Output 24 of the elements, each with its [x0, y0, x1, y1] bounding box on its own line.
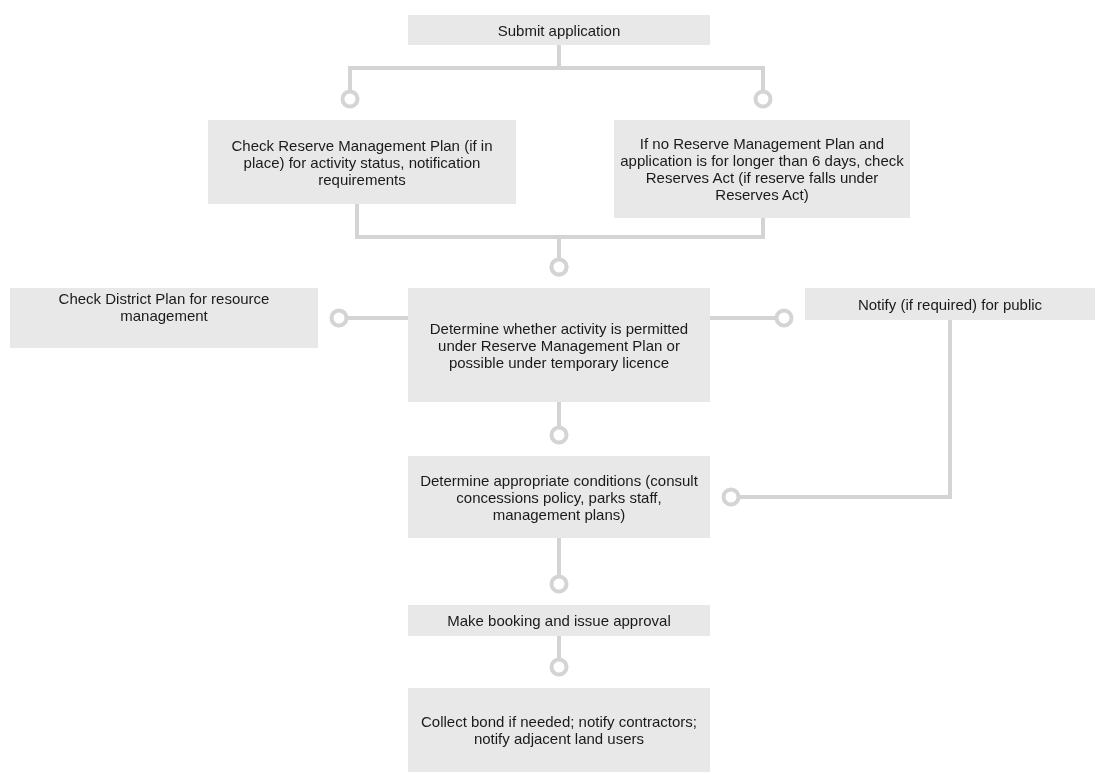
process-box	[208, 120, 516, 204]
step-text: Check District Plan for resource management	[57, 290, 271, 324]
connector	[549, 218, 765, 277]
connector	[557, 45, 773, 109]
process-box	[408, 605, 710, 636]
step-text: Make booking and issue approval	[447, 612, 671, 629]
connector	[721, 320, 952, 507]
step-text: If no Reserve Management Plan and application is for longer than 6 days, check Reserves Act (if reserve falls under Reserves Act)	[620, 135, 904, 203]
connector	[329, 308, 408, 328]
process-box	[408, 15, 710, 45]
process-box	[614, 120, 910, 218]
step-text: Determine appropriate conditions (consult concessions policy, parks staff, management plans)	[419, 471, 699, 523]
step-text: Notify (if required) for public	[857, 295, 1043, 313]
process-box	[805, 288, 1095, 320]
process-box	[408, 288, 710, 402]
step-text: Check Reserve Management Plan (if in place) for activity status, notification requirements	[230, 136, 494, 188]
step-text: Collect bond if needed; notify contractors; notify adjacent land users	[420, 713, 698, 747]
step-text: Submit application	[497, 21, 621, 39]
connector	[549, 636, 569, 677]
connector	[549, 538, 569, 594]
process-box	[408, 456, 710, 538]
step-text: Determine whether activity is permitted under Reserve Management Plan or possible under temporary licence	[428, 319, 690, 371]
connector	[710, 308, 794, 328]
connector	[549, 402, 569, 445]
